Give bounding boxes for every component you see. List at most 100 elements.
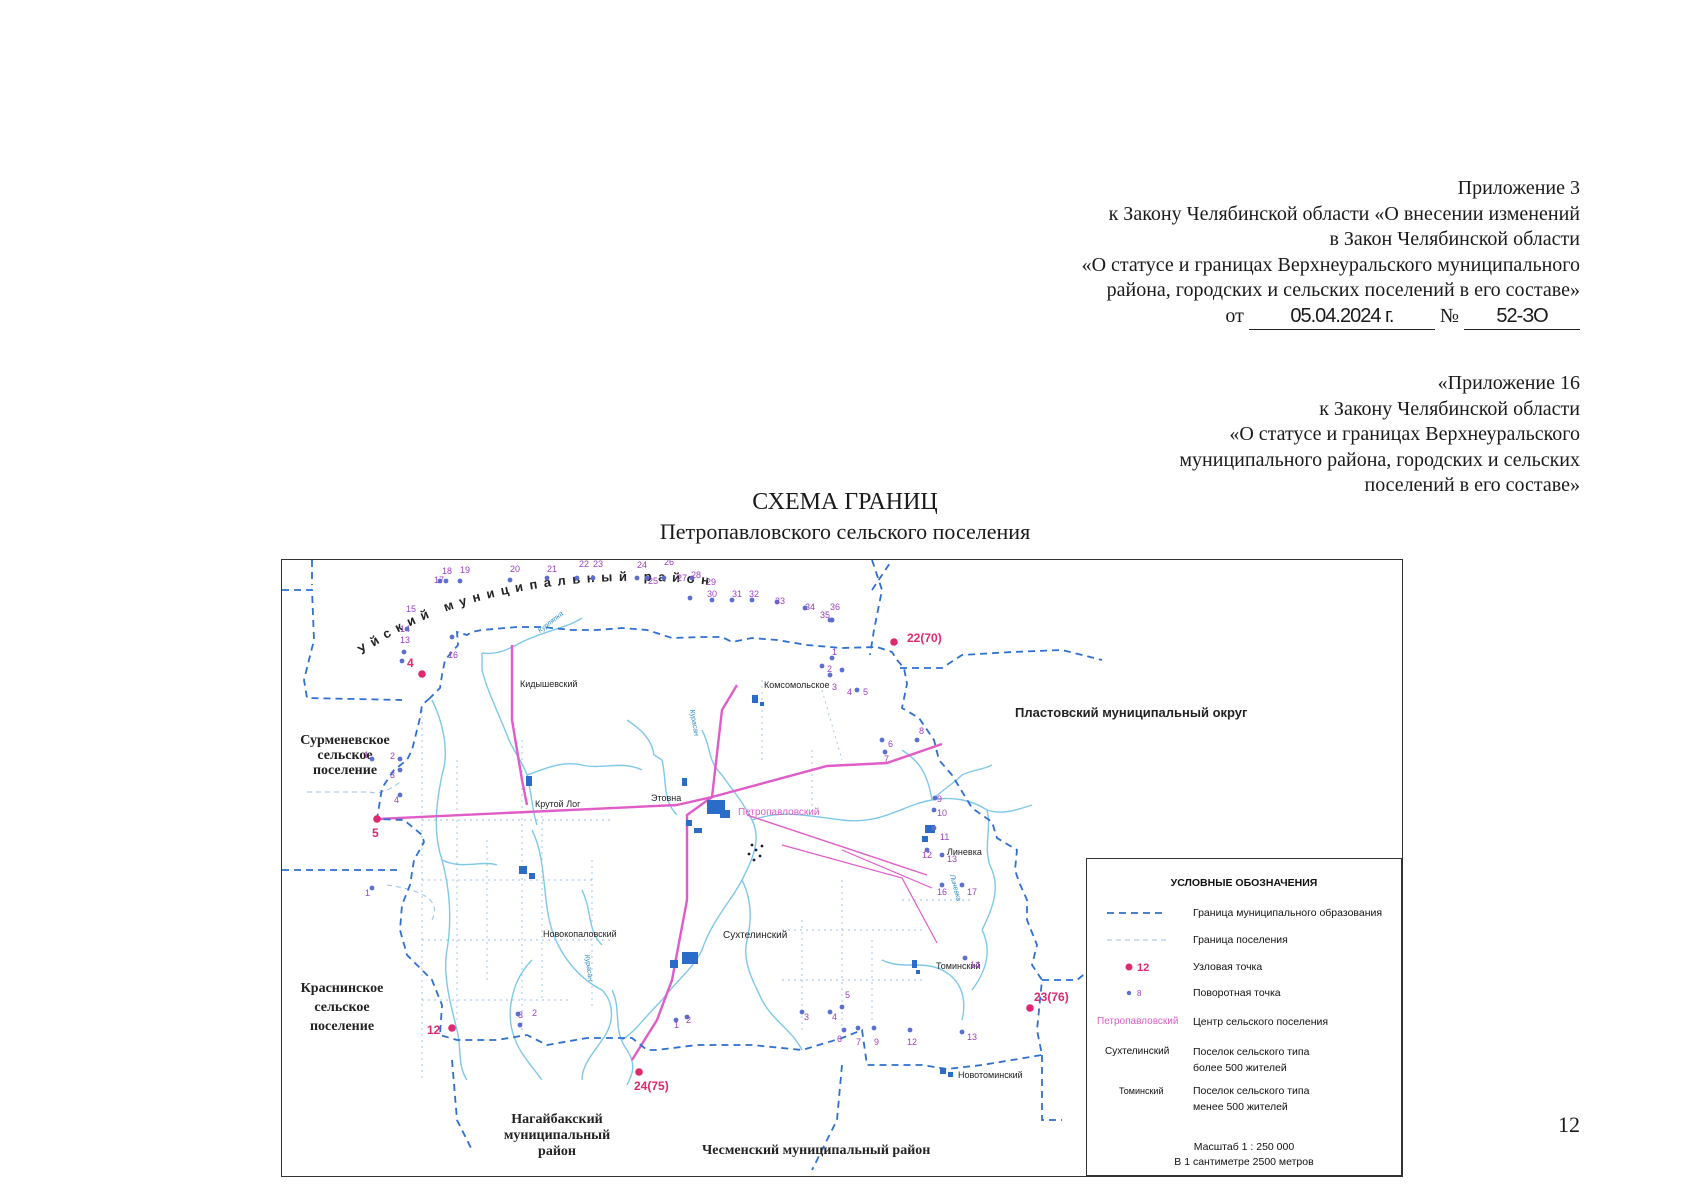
turning-point-marker — [574, 575, 580, 581]
west-lower-neighbor-line3: поселение — [310, 1019, 374, 1034]
turning-point-marker — [749, 597, 755, 603]
legend-small-label-2: менее 500 жителей — [1193, 1101, 1288, 1113]
turning-point-sample: 8 — [1137, 989, 1142, 998]
turning-point-label-north: 16 — [448, 650, 458, 660]
legend-large-label-2: более 500 жителей — [1193, 1062, 1287, 1074]
settlement-labels: Кидышевский Комсомольское Крутой Лог Это… — [520, 679, 1023, 1080]
turning-point-marker — [924, 847, 930, 853]
field-grid — [421, 680, 972, 1080]
turning-point-label-north: 31 — [732, 589, 742, 599]
turning-point-label-north: 32 — [749, 589, 759, 599]
turning-point-label-north: 15 — [406, 604, 416, 614]
turning-point-label-north: 13 — [400, 635, 410, 645]
nodal-point-sample: 12 — [1137, 962, 1149, 974]
settlement-label-novokopalovsky: Новокопаловский — [543, 929, 617, 939]
turning-point-label-west: 2 — [390, 751, 395, 761]
turning-point-marker — [729, 597, 735, 603]
turning-point-label-north: 21 — [547, 564, 557, 574]
legend-turning-label: Поворотная точка — [1193, 987, 1281, 999]
turning-point-marker — [839, 1004, 845, 1010]
turning-point-label-north: 30 — [707, 589, 717, 599]
turning-point-marker — [437, 578, 443, 584]
turning-point-marker — [931, 807, 937, 813]
schema-title: СХЕМА ГРАНИЦ — [752, 489, 938, 515]
turning-point-marker — [369, 885, 375, 891]
turning-point-marker — [914, 737, 920, 743]
municipal-boundary-swatch — [1107, 912, 1167, 914]
nodal-point-label: 12 — [427, 1023, 441, 1037]
turning-point-label-west: 1 — [365, 888, 370, 898]
turning-point-label-south: 12 — [907, 1037, 917, 1047]
west-lower-neighbor-line2: сельское — [314, 1000, 369, 1015]
turning-point-label-north: 22 — [579, 560, 589, 569]
turning-point-marker — [871, 1025, 877, 1031]
nodal-point-marker — [373, 815, 381, 823]
legend-center-label: Центр сельского поселения — [1193, 1016, 1329, 1028]
turning-point-marker — [404, 626, 410, 632]
turning-point-label-east: 17 — [967, 887, 977, 897]
turning-point-marker — [829, 617, 835, 623]
turning-point-marker — [709, 597, 715, 603]
settlement-label-kidyshevsky: Кидышевский — [520, 679, 577, 689]
turning-point-label-south: 6 — [837, 1034, 842, 1044]
legend-settlement-label: Граница поселения — [1193, 934, 1288, 946]
page-number: 12 — [1558, 1112, 1580, 1137]
nodal-point-label: 4 — [407, 656, 414, 670]
law-date: 05.04.2024 г. — [1248, 304, 1435, 330]
turning-point-marker — [939, 852, 945, 858]
turning-point-marker — [799, 1009, 805, 1015]
turning-point-label-north: 34 — [805, 602, 815, 612]
large-settlement-sample: Сухтелинский — [1105, 1046, 1170, 1057]
turning-point-marker — [443, 578, 449, 584]
turning-point-label-west: 4 — [394, 795, 399, 805]
turning-point-marker — [397, 792, 403, 798]
turning-point-label-east: 12 — [922, 850, 932, 860]
south-neighbor-label: Чесменский муниципальный район — [702, 1143, 930, 1158]
turning-point-label-east: 11 — [940, 832, 949, 842]
turning-point-label-east: 5 — [863, 687, 868, 697]
turning-point-marker — [827, 1009, 833, 1015]
turning-point-marker — [369, 756, 375, 762]
turning-point-marker — [939, 882, 945, 888]
nodal-point-marker — [1026, 1004, 1034, 1012]
nodal-point-label: 22(70) — [907, 631, 942, 645]
turning-point-marker — [829, 655, 835, 661]
turning-point-marker — [397, 756, 403, 762]
turning-point-label-north: 28 — [691, 570, 701, 580]
turning-point-marker — [449, 634, 455, 640]
nodal-point-label: 5 — [372, 826, 379, 840]
turning-point-label-east: 10 — [937, 808, 947, 818]
turning-point-swatch: 8 — [1126, 989, 1142, 998]
turning-point-marker — [841, 1027, 847, 1033]
turning-point-marker — [590, 575, 596, 581]
turning-point-marker — [774, 599, 780, 605]
turning-point-label-west: 1 — [364, 750, 369, 760]
turning-point-label-west: 3 — [518, 1010, 523, 1020]
turning-point-marker — [634, 575, 640, 581]
settlement-label-linevka: Линевка — [947, 847, 982, 857]
turning-point-marker — [854, 687, 860, 693]
turning-point-label-south: 4 — [832, 1012, 837, 1022]
prior-appendix-line: к Закону Челябинской области — [1319, 397, 1580, 420]
southwest-neighbor-line2: муниципальный — [504, 1128, 610, 1143]
turning-point-marker — [931, 825, 937, 831]
turning-point-marker — [687, 595, 693, 601]
turning-point-label-south: 7 — [856, 1037, 861, 1047]
turning-point-marker — [802, 605, 808, 611]
nodal-point-marker — [890, 638, 898, 646]
turning-point-label-east: 6 — [888, 739, 893, 749]
settlement-dots — [747, 843, 764, 862]
date-prefix: от — [1225, 304, 1244, 327]
turning-points: 1314151617181920212223242526272829303132… — [364, 560, 980, 1047]
prior-appendix-line: поселений в его составе» — [1364, 474, 1580, 496]
turning-point-marker — [399, 658, 405, 664]
legend: УСЛОВНЫЕ ОБОЗНАЧЕНИЯ Граница муниципальн… — [1086, 858, 1402, 1176]
nodal-point-label: 24(75) — [634, 1079, 669, 1093]
turning-point-marker — [959, 882, 965, 888]
west-upper-neighbor-line1: Сурменевское — [300, 733, 389, 748]
west-lower-neighbor-line1: Краснинское — [301, 981, 384, 996]
turning-point-marker — [879, 737, 885, 743]
turning-point-label-east: 2 — [827, 664, 832, 674]
legend-nodal-label: Узловая точка — [1193, 961, 1263, 973]
settlement-label-komsomolskoe: Комсомольское — [764, 680, 830, 690]
